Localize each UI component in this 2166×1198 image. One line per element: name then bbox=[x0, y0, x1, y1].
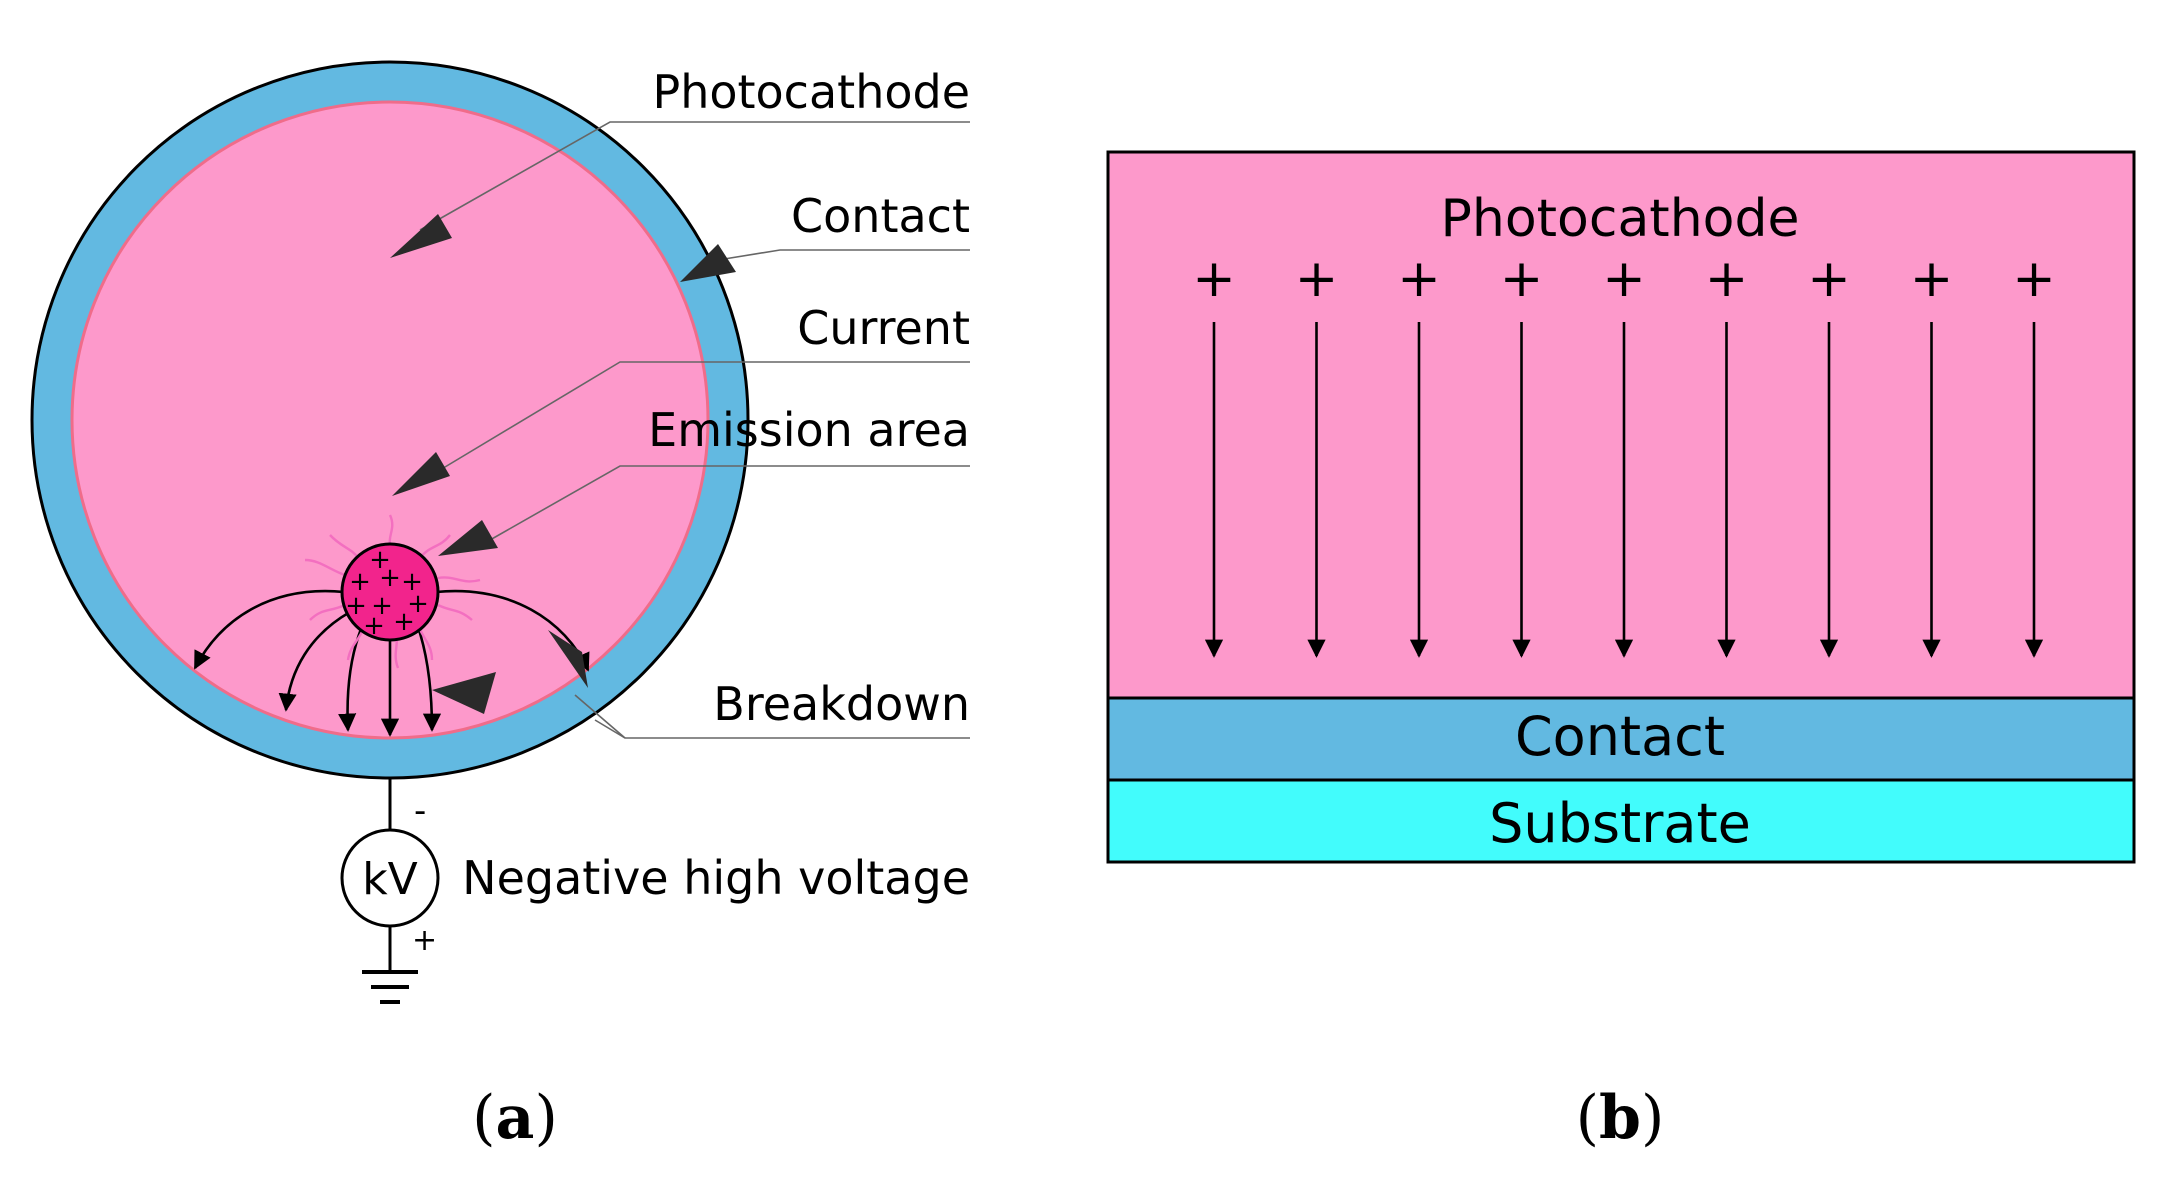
charge-plus: + bbox=[1192, 249, 1236, 309]
contact-layer bbox=[1106, 696, 2136, 782]
charge-plus: + bbox=[1295, 249, 1339, 309]
photocathode-pointer bbox=[390, 214, 452, 258]
layer-label-substrate: Substrate bbox=[1489, 792, 1751, 855]
charge-plus: + bbox=[1807, 249, 1851, 309]
label-emission-area: Emission area bbox=[648, 403, 970, 457]
photocathode-layer bbox=[1106, 150, 2136, 700]
panel-a: + + + + + + + + + bbox=[30, 60, 970, 1153]
label-contact: Contact bbox=[791, 189, 970, 243]
label-negative-high-voltage: Negative high voltage bbox=[462, 851, 970, 905]
label-breakdown: Breakdown bbox=[713, 677, 970, 731]
plus-terminal: + bbox=[412, 923, 437, 958]
current-pointer bbox=[392, 452, 450, 496]
emission-area-charges: + + + + + + + + + bbox=[345, 545, 429, 641]
charge-plus: + bbox=[393, 607, 415, 637]
panel-b: Photocathode Contact Substrate +++++++++… bbox=[1106, 150, 2136, 1153]
charge-plus: + bbox=[1602, 249, 1646, 309]
label-current: Current bbox=[797, 301, 970, 355]
contact-pointer bbox=[680, 244, 736, 282]
charge-plus: + bbox=[345, 591, 367, 621]
charge-plus: + bbox=[401, 567, 423, 597]
kv-meter-label: kV bbox=[362, 854, 418, 905]
ground-icon bbox=[362, 970, 418, 1004]
emission-pointer bbox=[438, 520, 498, 556]
charge-plus: + bbox=[1910, 249, 1954, 309]
breakdown-pointer-left bbox=[432, 672, 496, 714]
emission-area bbox=[340, 542, 440, 642]
voltage-circuit: kV - + Negative high voltage bbox=[340, 778, 970, 1004]
charge-plus: + bbox=[349, 567, 371, 597]
surface-charges: + + + + + + + + + bbox=[1192, 249, 2056, 309]
label-photocathode: Photocathode bbox=[652, 65, 970, 119]
charge-plus: + bbox=[371, 591, 393, 621]
charge-plus: + bbox=[1705, 249, 1749, 309]
layer-label-contact: Contact bbox=[1515, 705, 1725, 768]
caption-a: (a) bbox=[472, 1083, 558, 1153]
substrate-layer bbox=[1106, 778, 2136, 864]
layer-label-photocathode: Photocathode bbox=[1441, 189, 1800, 249]
charge-plus: + bbox=[1397, 249, 1441, 309]
caption-b: (b) bbox=[1576, 1083, 1665, 1153]
photocathode-disk bbox=[70, 100, 710, 740]
charge-plus: + bbox=[1500, 249, 1544, 309]
charge-plus: + bbox=[379, 563, 401, 593]
breakdown-pointer-right bbox=[548, 630, 588, 688]
charge-plus: + bbox=[369, 545, 391, 575]
field-arrows bbox=[1204, 322, 2044, 658]
minus-terminal: - bbox=[414, 791, 426, 831]
charge-plus: + bbox=[2012, 249, 2056, 309]
charge-plus: + bbox=[363, 611, 385, 641]
pointer-arrowheads bbox=[390, 214, 736, 714]
leader-lines bbox=[419, 121, 970, 739]
charge-plus: + bbox=[407, 589, 429, 619]
